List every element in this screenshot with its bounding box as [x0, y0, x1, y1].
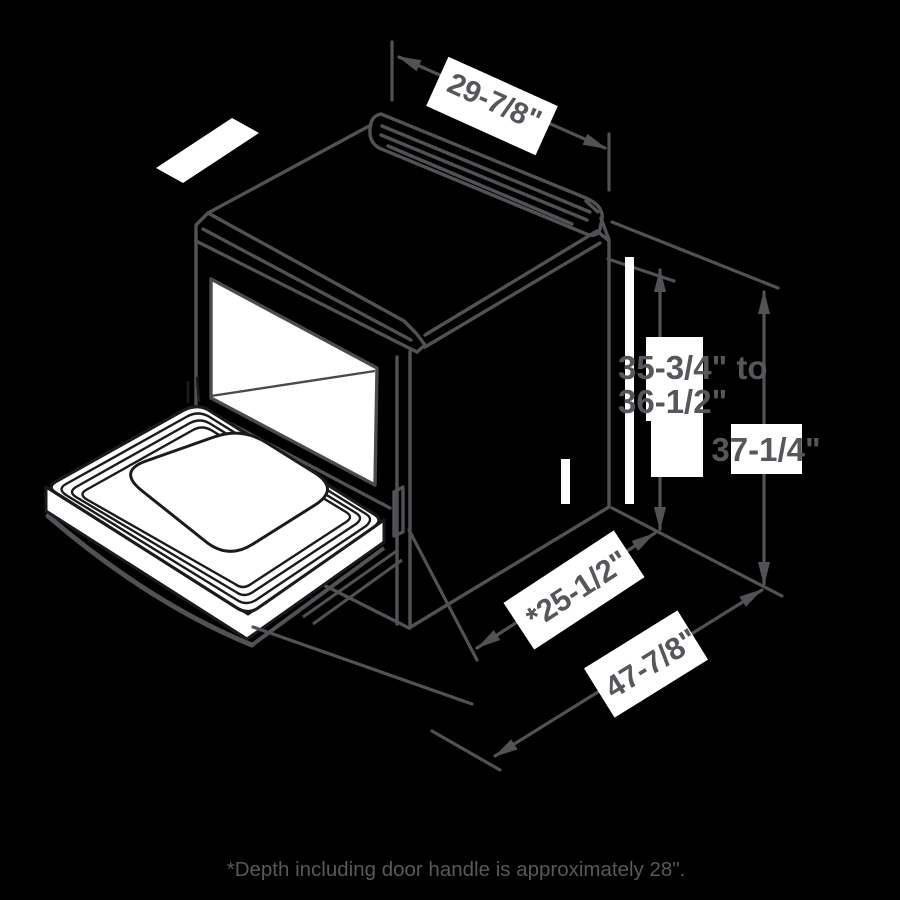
oven-cavity — [209, 277, 379, 487]
footnote: *Depth including door handle is approxim… — [227, 858, 686, 881]
door-hinge-arms — [302, 548, 403, 626]
dim-depth-door-open — [251, 588, 764, 772]
dim-label-overall-height: 37-1/4" — [711, 431, 820, 468]
door-gasket-lines — [60, 412, 372, 605]
door-window — [129, 431, 329, 553]
dimension-arrowheads — [397, 56, 770, 757]
mask-strip-rear — [561, 459, 570, 504]
cooktop-highlight — [156, 118, 259, 183]
label-backgrounds — [426, 56, 802, 718]
door-shadow-right — [250, 546, 386, 647]
door-shadow — [45, 513, 255, 648]
door-hinge-cap — [186, 376, 201, 403]
dim-label-cooktop-height-line2: 36-1/2" — [618, 383, 727, 420]
mask-strip-right — [625, 257, 634, 504]
body-rear-edge — [407, 216, 611, 630]
hinge-bracket — [392, 485, 405, 538]
range-body — [194, 112, 611, 630]
cooktop — [194, 123, 610, 354]
oven-door — [44, 376, 403, 648]
backguard — [368, 112, 604, 237]
dim-label-cooktop-height-line1: 35-3/4" to — [618, 349, 768, 386]
door-slab-side — [44, 485, 386, 641]
